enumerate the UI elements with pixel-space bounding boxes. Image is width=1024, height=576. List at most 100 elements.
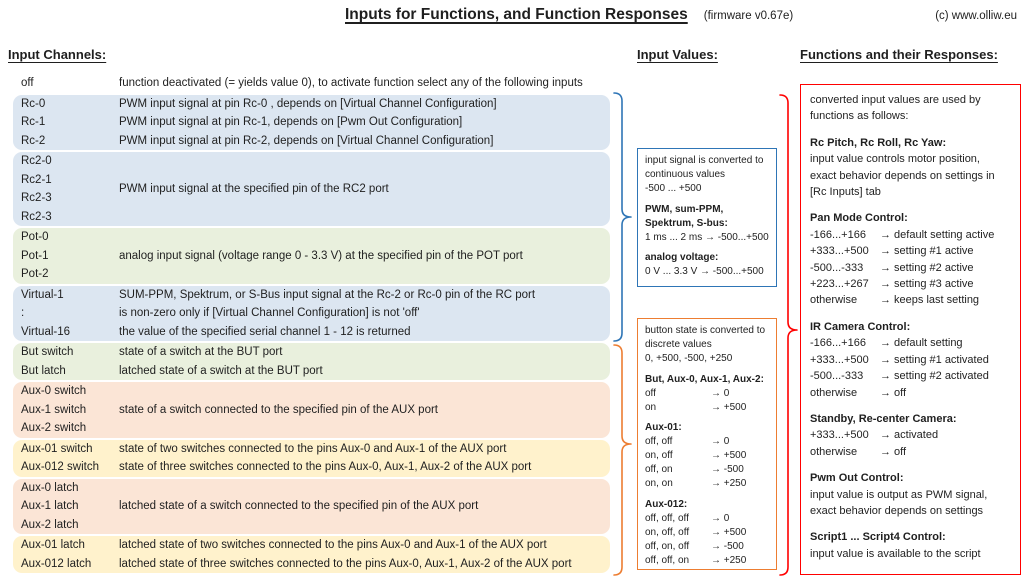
map-output: → setting #3 active — [880, 278, 974, 291]
text-line: exact behavior depends on settings — [810, 504, 984, 517]
value-map-row: on→ +500 — [645, 401, 769, 415]
map-output: → +500 — [711, 526, 747, 538]
text-line: discrete values — [645, 338, 712, 350]
text-line: continuous values — [645, 168, 726, 180]
channel-label: Pot-1 — [21, 249, 49, 262]
line-gap — [810, 460, 1011, 470]
text-line: input value is available to the script — [810, 547, 981, 560]
map-output: → +250 — [711, 478, 747, 490]
section-heading: Script1 ... Script4 Control: — [810, 531, 946, 544]
map-output: → default setting — [880, 337, 963, 350]
line-gap — [645, 244, 769, 251]
line-gap — [810, 125, 1011, 135]
channel-label: off — [21, 77, 34, 89]
channel-group: off function deactivated (= yields value … — [13, 74, 610, 93]
input-channels-heading: Input Channels: — [8, 47, 107, 62]
channel-description: PWM input signal at pin Rc-2, depends on… — [119, 134, 494, 147]
value-map-row: otherwise→ keeps last setting — [810, 292, 1011, 308]
channel-label: Rc2-3 — [21, 210, 52, 223]
map-input: off — [645, 387, 656, 399]
text-line: 1 ms ... 2 ms → -500...+500 — [645, 231, 769, 243]
line-gap — [810, 200, 1011, 210]
map-output: → off — [880, 386, 907, 399]
channel-row: Rc-2 PWM input signal at pin Rc-2, depend… — [13, 132, 610, 151]
value-map-row: +333...+500→ activated — [810, 427, 1011, 443]
channel-label: Aux-1 latch — [21, 500, 79, 512]
line-gap — [810, 309, 1011, 319]
value-map-row: off, on→ -500 — [645, 463, 769, 477]
value-map-row: otherwise → off — [810, 385, 1011, 401]
channel-description: PWM input signal at pin Rc-1, depends on… — [119, 116, 463, 128]
channel-label: Pot-2 — [21, 268, 49, 280]
text-line: [Rc Inputs] tab — [810, 186, 881, 199]
map-output: → setting #2 active — [880, 261, 974, 274]
value-map-row: otherwise→ off — [810, 444, 1011, 460]
map-output: → +500 — [711, 401, 747, 413]
channel-row: :is non-zero only if [Virtual Channel Co… — [13, 304, 610, 323]
section-heading: Pwm Out Control: — [810, 472, 904, 485]
map-input: on, on — [645, 478, 673, 490]
channel-description: latched state of two switches connected … — [119, 539, 547, 551]
map-output: → 0 — [711, 387, 730, 399]
channel-description: latched state of three switches connecte… — [119, 557, 572, 570]
value-map-row: -500...-333→ setting #2 active — [810, 260, 1011, 276]
section-heading: Pan Mode Control: — [810, 212, 908, 225]
channel-label: Aux-0 switch — [21, 385, 87, 397]
value-map-row: +333...+500→ setting #1 active — [810, 243, 1011, 259]
text-line: input value controls motor position, — [810, 153, 980, 166]
map-output: → -500 — [711, 540, 744, 552]
map-input: on, off, off — [645, 526, 690, 538]
channel-label: Rc2-0 — [21, 155, 52, 167]
map-input: +223...+267 — [810, 278, 869, 291]
channel-label: Virtual-16 — [21, 325, 71, 338]
line-gap — [645, 414, 769, 421]
channel-label: Rc-0 — [21, 97, 46, 110]
channel-label: Rc2-3 — [21, 192, 52, 204]
value-map-row: -166...+166→ default setting active — [810, 227, 1011, 243]
channel-label: Aux-012 switch — [21, 461, 99, 473]
channel-label: Aux-0 latch — [21, 481, 79, 494]
map-output: → setting #2 activated — [880, 370, 989, 383]
map-input: off, off, off — [645, 512, 689, 524]
section-heading: Standby, Re-center Camera: — [810, 412, 957, 425]
value-map-row: off → 0 — [645, 387, 769, 401]
text-line: button state is converted to — [645, 325, 766, 336]
map-output: → +250 — [711, 554, 747, 566]
map-input: +333...+500 — [810, 429, 869, 442]
text-line: 0, +500, -500, +250 — [645, 352, 733, 364]
value-map-row: off, off, on→ +250 — [645, 554, 769, 568]
channel-label: Aux-2 latch — [21, 518, 79, 531]
channel-label: Aux-01 switch — [21, 442, 93, 455]
line-gap — [645, 196, 769, 203]
firmware-note: (firmware v0.67e) — [703, 10, 794, 22]
map-input: +333...+500 — [810, 245, 869, 258]
map-input: otherwise — [810, 386, 858, 399]
value-map-row: +333...+500→ setting #1 activated — [810, 352, 1011, 368]
channel-description: function deactivated (= yields value 0),… — [119, 77, 583, 89]
input-values-heading: Input Values: — [637, 47, 718, 62]
channel-description: latched state of a switch connected to t… — [119, 500, 479, 513]
value-map-row: off, off→ 0 — [645, 435, 769, 449]
page-title: Inputs for Functions, and Function Respo… — [345, 6, 688, 23]
input-channel-table: off function deactivated (= yields value … — [13, 74, 610, 575]
channel-description: the value of the specified serial channe… — [119, 325, 411, 338]
map-input: -500...-333 — [810, 370, 864, 383]
map-output: → 0 — [711, 436, 730, 448]
text-line: functions as follows: — [810, 110, 909, 123]
channel-description: analog input signal (voltage range 0 - 3… — [119, 249, 523, 262]
text-line: exact behavior depends on settings in — [810, 169, 995, 182]
channel-label: Rc-2 — [21, 134, 46, 147]
value-map-row: -166...+166→ default setting — [810, 335, 1011, 351]
section-heading: But, Aux-0, Aux-1, Aux-2: — [645, 373, 764, 385]
